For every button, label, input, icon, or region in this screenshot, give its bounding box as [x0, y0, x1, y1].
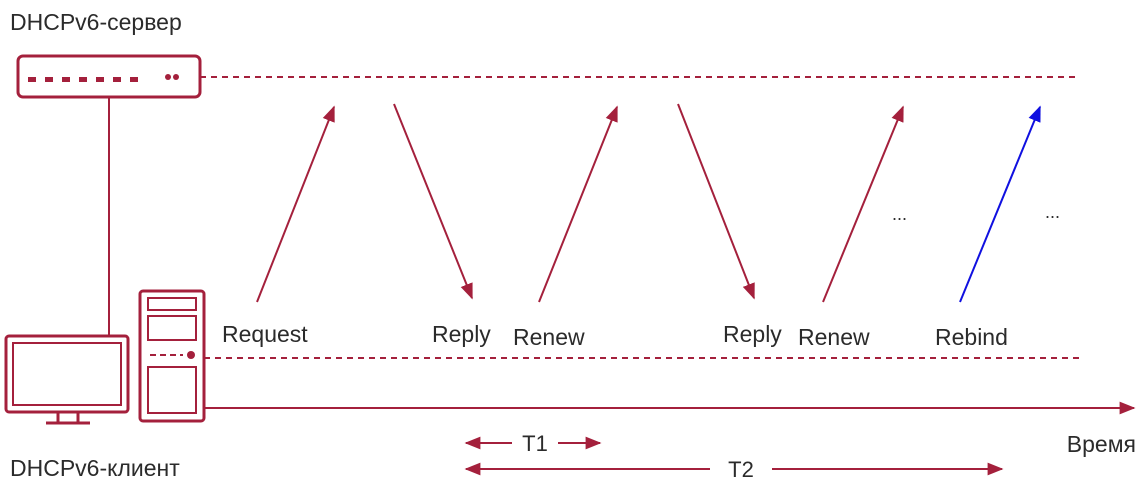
- message-label-renew-1: Renew: [513, 324, 585, 350]
- reply-arrow-2: [677, 103, 755, 300]
- interval-t2: T2: [464, 457, 1004, 482]
- message-label-request: Request: [222, 321, 308, 347]
- ellipsis-1: ...: [892, 204, 907, 224]
- client-monitor-icon: [4, 334, 130, 425]
- interval-t1-label: T1: [522, 431, 548, 456]
- message-label-reply-2: Reply: [723, 321, 782, 347]
- server-device-icon: [16, 54, 202, 99]
- renew-arrow-2: [822, 105, 904, 303]
- server-label: DHCPv6-сервер: [10, 9, 182, 35]
- interval-t2-label: T2: [728, 457, 754, 482]
- message-label-renew-2: Renew: [798, 324, 870, 350]
- message-label-rebind: Rebind: [935, 324, 1008, 350]
- ellipsis-2: ...: [1045, 202, 1060, 222]
- request-arrow: [256, 105, 335, 303]
- time-axis-label: Время: [1067, 431, 1136, 457]
- renew-arrow-1: [538, 105, 618, 303]
- interval-t1: T1: [464, 431, 602, 456]
- reply-arrow-1: [393, 103, 473, 300]
- client-tower-icon: [138, 289, 206, 423]
- rebind-arrow: [959, 105, 1041, 303]
- client-label: DHCPv6-клиент: [10, 455, 180, 481]
- message-label-reply-1: Reply: [432, 321, 491, 347]
